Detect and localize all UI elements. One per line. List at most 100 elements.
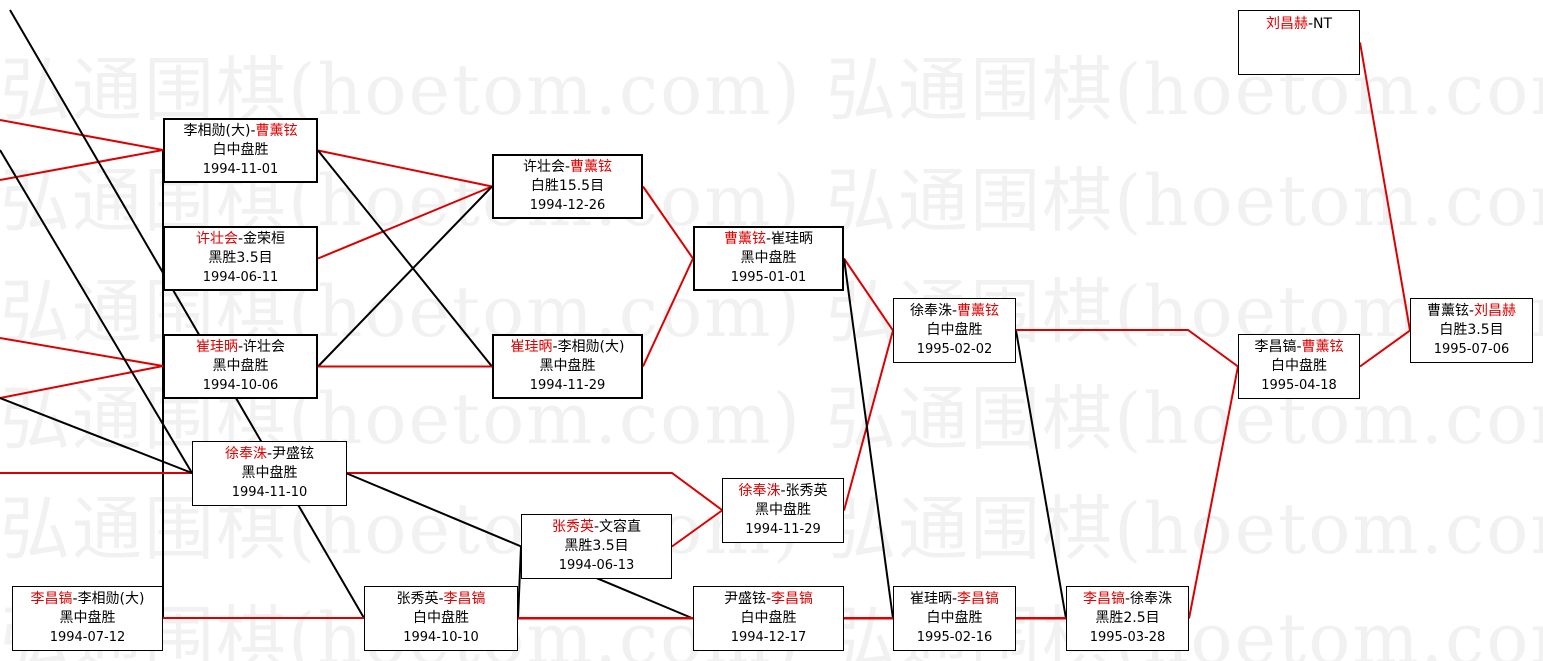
game-players: 崔珪昞-李相勋(大): [494, 338, 641, 357]
bracket-link: [317, 149, 493, 188]
game-result: 白中盘胜: [926, 322, 983, 338]
game-result: 白中盘胜: [212, 142, 269, 158]
game-result: 白中盘胜: [413, 610, 469, 626]
game-result: 黑中盘胜: [539, 358, 596, 374]
bracket-link: [0, 365, 164, 399]
game-result: 黑中盘胜: [755, 502, 811, 518]
player-black: 曹薰铉: [723, 231, 766, 247]
player-black: 徐奉洙: [909, 303, 952, 319]
game-players: 徐奉洙-张秀英: [723, 482, 843, 501]
player-separator: -: [765, 591, 772, 607]
player-black: 李昌镐: [30, 591, 73, 607]
player-black: 李相勋(大): [183, 123, 251, 139]
player-black: 张秀英: [396, 591, 439, 607]
bracket-link: [346, 472, 694, 620]
player-white: NT: [1313, 16, 1333, 32]
player-white: 李相勋(大): [557, 339, 625, 355]
game-result: 黑胜3.5目: [564, 538, 629, 554]
game-players: 李昌镐-李相勋(大): [13, 590, 162, 609]
game-date: 1994-11-29: [529, 378, 606, 393]
bracket-link: [317, 185, 493, 260]
bracket-link: [642, 258, 694, 367]
game-date: 1994-06-13: [558, 558, 635, 573]
player-black: 崔珪昞: [510, 339, 553, 355]
game-date: 1994-12-17: [730, 630, 807, 645]
game-result: 黑中盘胜: [241, 465, 298, 481]
bracket-link: [0, 397, 193, 474]
game-date: 1994-11-29: [745, 522, 821, 537]
bracket-link: [642, 185, 694, 260]
player-separator: -: [237, 339, 244, 355]
player-white: 刘昌赫: [1474, 303, 1517, 319]
game-players: 徐奉洙-曹薰铉: [894, 302, 1015, 321]
bracket-link: [0, 337, 164, 367]
game-players: 曹薰铉-崔珪昞: [695, 230, 842, 249]
player-white: 李昌镐: [443, 591, 486, 607]
player-separator: -: [765, 231, 772, 247]
player-white: 徐奉洙: [1130, 591, 1173, 607]
player-white: 张秀英: [785, 483, 828, 499]
game-result: 白中盘胜: [926, 610, 983, 626]
game-date: 1994-06-11: [202, 270, 279, 285]
player-white: 许壮会: [243, 339, 286, 355]
bracket-link: [0, 149, 164, 181]
player-black: 李昌镐: [1254, 339, 1297, 355]
game-players: 崔珪昞-李昌镐: [894, 590, 1015, 609]
player-separator: -: [1124, 591, 1131, 607]
bracket-link: [317, 185, 493, 368]
player-black: 刘昌赫: [1265, 16, 1308, 32]
game-players: 李昌镐-曹薰铉: [1239, 338, 1359, 357]
bracket-link: [843, 258, 894, 619]
player-black: 尹盛铉: [723, 591, 766, 607]
bracket-link: [517, 546, 522, 619]
player-black: 许壮会: [195, 231, 238, 247]
game-node: 张秀英-文容直黑胜3.5目 1994-06-13: [521, 514, 672, 579]
player-separator: -: [266, 446, 273, 462]
game-date: 1994-10-10: [403, 630, 479, 645]
game-node: 徐奉洙-张秀英黑中盘胜 1994-11-29: [722, 478, 844, 543]
player-black: 崔珪昞: [909, 591, 952, 607]
game-players: 张秀英-文容直: [522, 518, 671, 537]
player-separator: -: [552, 339, 558, 355]
player-black: 徐奉洙: [738, 483, 781, 499]
bracket-link: [347, 472, 723, 511]
bracket-link: [843, 257, 894, 332]
bracket-link: [9, 9, 365, 619]
player-black: 许壮会: [522, 159, 565, 175]
bracket-link: [671, 509, 723, 548]
player-white: 李昌镐: [771, 591, 814, 607]
bracket-link: [1359, 42, 1411, 331]
game-result: 白中盘胜: [1271, 358, 1327, 374]
player-white: 曹薰铉: [1301, 339, 1344, 355]
player-white: 崔珪昞: [771, 231, 814, 247]
player-white: 李相勋(大): [77, 591, 145, 607]
game-date: 1995-04-18: [1261, 378, 1337, 393]
bracket-link: [317, 149, 493, 368]
game-result: 黑中盘胜: [740, 250, 797, 266]
game-date: 1994-11-10: [231, 485, 308, 500]
player-black: 徐奉洙: [224, 446, 267, 462]
player-separator: -: [564, 159, 571, 175]
game-date: 1994-11-01: [202, 162, 279, 177]
game-players: 许壮会-金荣桓: [165, 230, 316, 249]
player-separator: -: [951, 591, 958, 607]
game-result: 黑中盘胜: [212, 358, 269, 374]
player-black: 张秀英: [551, 519, 594, 535]
player-white: 李昌镐: [957, 591, 1000, 607]
game-result: 黑胜2.5目: [1095, 610, 1160, 626]
player-separator: -: [438, 591, 444, 607]
game-date: 1995-03-28: [1089, 630, 1166, 645]
player-black: 崔珪昞: [195, 339, 238, 355]
player-separator: -: [1307, 16, 1314, 32]
game-result: 黑中盘胜: [59, 610, 116, 626]
player-black: 曹薰铉: [1426, 303, 1469, 319]
game-node: 李昌镐-曹薰铉白中盘胜 1995-04-18: [1238, 334, 1360, 399]
